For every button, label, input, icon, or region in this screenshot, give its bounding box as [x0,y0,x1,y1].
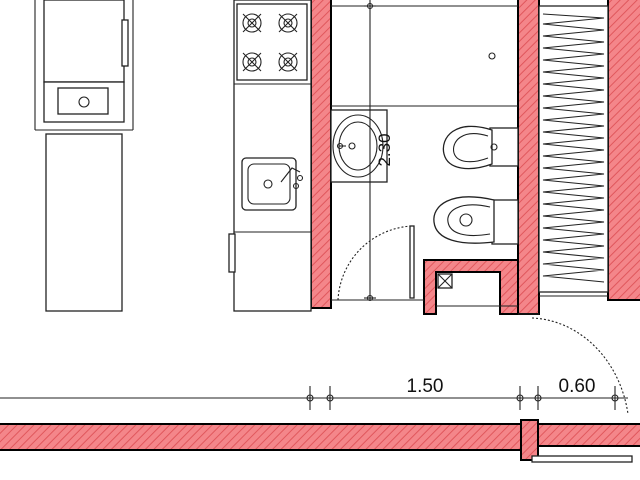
drain-icon [437,273,453,289]
bathroom-fixtures [331,5,518,107]
wall-bath-right [517,0,540,315]
dimension-label-width: 1.50 [407,376,444,397]
wall-shaft [423,259,519,315]
wall-bottom-left [0,423,529,451]
bidet-icon [442,125,519,170]
washbasin-icon [330,109,388,183]
dimension-label-door: 0.60 [559,376,596,397]
dimension-label-height: 2.30 [375,133,394,166]
stove-icon [236,3,308,81]
wall-bottom-right [537,423,640,447]
wall-bottom-stub [520,419,539,461]
kitchen-sink-icon [241,157,304,211]
wall-bath-left [310,0,332,309]
wall-right-edge [607,0,640,301]
bathroom-door [331,225,518,307]
refrigerator [34,0,134,312]
wardrobe [538,5,609,297]
entrance-door [518,313,633,463]
dimension-horizontal [0,386,628,410]
toilet-icon [433,196,519,245]
